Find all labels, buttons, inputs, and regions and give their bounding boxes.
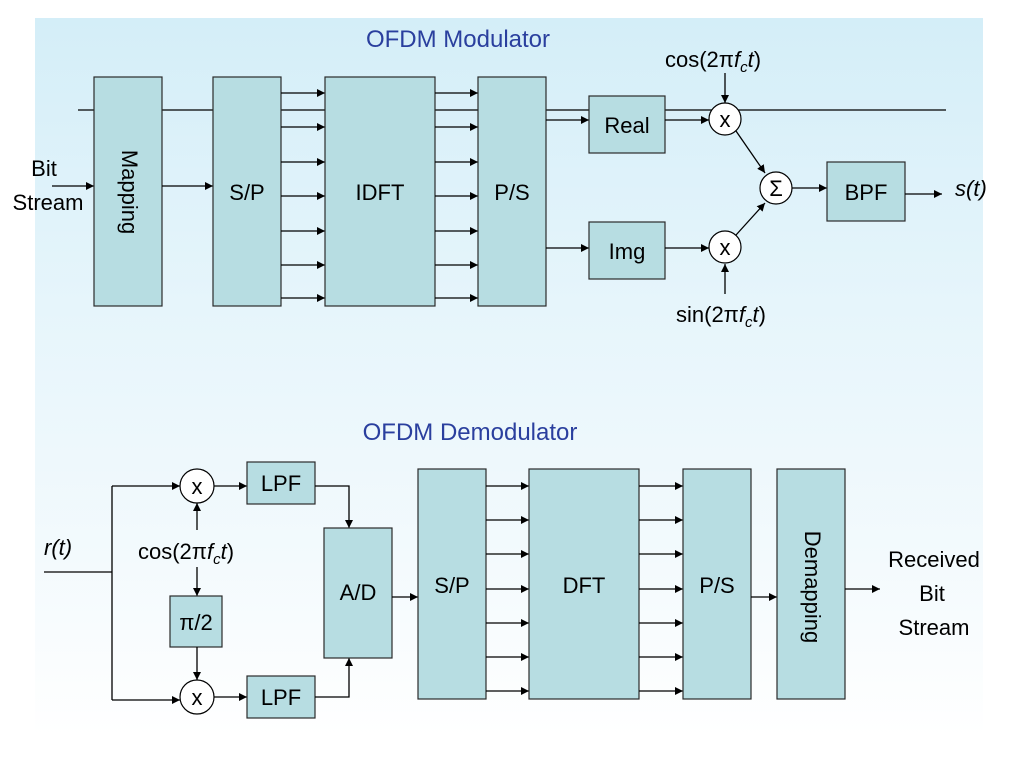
- mod-mixer-top: [708, 102, 742, 136]
- img-block: [588, 221, 666, 280]
- demod-ps-label: P/S: [699, 573, 734, 598]
- received-label-line2: Bit: [919, 581, 945, 606]
- ad-block: [323, 527, 393, 659]
- demod-sp-label: S/P: [434, 573, 469, 598]
- demod-mixer-top-symbol: x: [192, 474, 203, 499]
- idft-label: IDFT: [356, 180, 405, 205]
- mixer-top-to-sum-arrow: [735, 130, 766, 174]
- mod-cos-carrier-label: cos(2πfct): [665, 47, 761, 76]
- sp-to-dft-arrows: [486, 482, 529, 695]
- idft-to-ps-arrows: [435, 89, 478, 302]
- demod-sp-block: [417, 468, 487, 700]
- demodulator-title: OFDM Demodulator: [363, 419, 578, 446]
- summer-symbol: Σ: [769, 176, 783, 201]
- demapping-block: [776, 468, 846, 700]
- demapping-label: Demapping: [800, 531, 825, 644]
- modulator-title: OFDM Modulator: [366, 26, 550, 53]
- lpf-top-block: [246, 461, 316, 505]
- received-label-line3: Stream: [899, 615, 970, 640]
- mod-sp-label: S/P: [229, 180, 264, 205]
- mod-sin-carrier-label: sin(2πfct): [676, 302, 766, 331]
- dft-block: [528, 468, 640, 700]
- demod-ps-block: [682, 468, 752, 700]
- bpf-label: BPF: [845, 180, 888, 205]
- idft-block: [324, 76, 436, 307]
- lpf-bottom-label: LPF: [261, 685, 301, 710]
- received-label-line1: Received: [888, 547, 980, 572]
- dft-to-ps-arrows: [639, 482, 683, 695]
- mod-mixer-top-symbol: x: [720, 107, 731, 132]
- modulator-output-label: s(t): [955, 176, 987, 201]
- bit-stream-label-line2: Stream: [13, 190, 84, 215]
- mapping-block: [93, 76, 163, 307]
- lpf-bottom-to-ad-arrow: [315, 658, 353, 698]
- real-label: Real: [604, 113, 649, 138]
- mod-mixer-bottom: [708, 230, 742, 264]
- demod-input-label: r(t): [44, 535, 72, 560]
- mapping-label: Mapping: [117, 150, 142, 234]
- mod-sp-block: [212, 76, 282, 307]
- bit-stream-label-line1: Bit: [31, 156, 57, 181]
- phase-shift-block: [169, 595, 223, 648]
- mod-ps-label: P/S: [494, 180, 529, 205]
- dft-label: DFT: [563, 573, 606, 598]
- demod-cos-carrier-label: cos(2πfct): [138, 539, 234, 568]
- bpf-block: [826, 161, 906, 222]
- mod-mixer-bottom-symbol: x: [720, 235, 731, 260]
- lpf-bottom-block: [246, 675, 316, 719]
- sp-to-idft-arrows: [281, 89, 325, 302]
- lpf-top-to-ad-arrow: [315, 485, 353, 528]
- phase-shift-label: π/2: [179, 610, 213, 635]
- ad-label: A/D: [340, 580, 377, 605]
- lpf-top-label: LPF: [261, 471, 301, 496]
- real-block: [588, 95, 666, 154]
- mixer-bottom-to-sum-arrow: [735, 202, 766, 236]
- img-label: Img: [609, 239, 646, 264]
- mod-ps-block: [477, 76, 547, 307]
- demod-mixer-bottom-symbol: x: [192, 685, 203, 710]
